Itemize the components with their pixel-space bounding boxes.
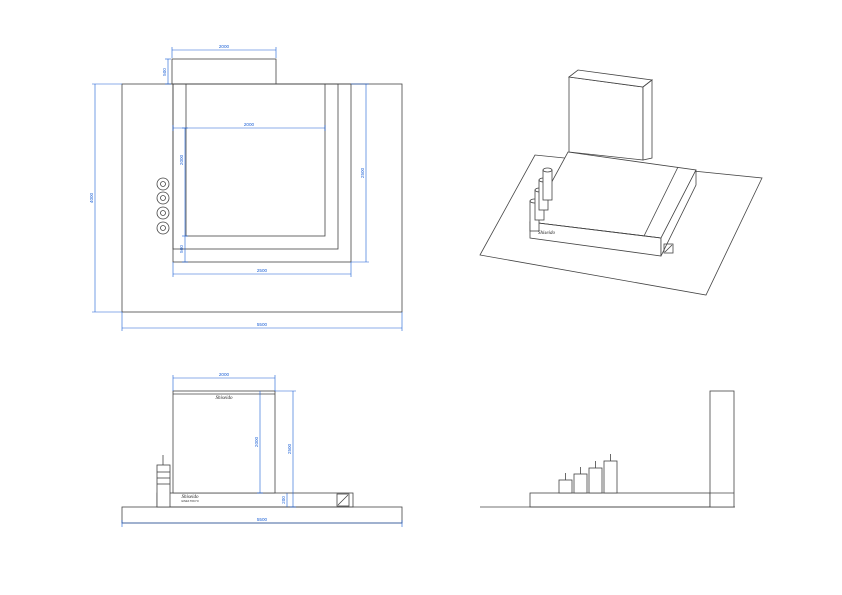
elev-dim-overall-height: 2500 (275, 390, 296, 508)
dim-label: 2000 (254, 436, 259, 447)
plan-dim-border: 500 (179, 236, 188, 263)
elev-panel-logo: Shiseido (216, 396, 233, 401)
plan-view: 2000 500 2000 2000 500 (89, 44, 403, 331)
plan-back-wall (171, 58, 277, 85)
plan-dim-overall-height: 4000 (89, 83, 122, 313)
iso-back-panel-front (568, 76, 644, 161)
plan-dim-inner-height: 2000 (179, 127, 188, 237)
elev-sign-icon (336, 493, 350, 507)
front-elevation: Shiseido Shiseido GINZA TOKYO 2000 2000 (121, 372, 403, 527)
iso-back-panel-side (642, 79, 653, 161)
dim-label: 5500 (257, 517, 268, 522)
plan-dim-inner-width: 2000 (172, 122, 326, 131)
iso-view: Shiseido (479, 69, 763, 296)
side-elevation (480, 390, 735, 508)
dim-label: 2500 (257, 268, 268, 273)
plan-dim-right-height: 2500 (351, 83, 369, 263)
elev-dim-overall-width: 5500 (121, 517, 403, 527)
plan-platform-step (172, 83, 339, 250)
elev-back-panel (172, 390, 276, 494)
side-platform (529, 492, 711, 508)
dim-label: 5500 (257, 322, 268, 327)
plan-dim-top-width: 2000 (171, 44, 277, 58)
dim-label: 200 (281, 496, 286, 504)
dim-label: 2000 (244, 122, 255, 127)
dim-label: 2500 (360, 167, 365, 178)
plan-dim-top-depth: 500 (162, 58, 171, 85)
dim-label: 2000 (179, 154, 184, 165)
side-back-panel (709, 390, 735, 508)
dim-label: 2000 (219, 44, 230, 49)
iso-platform-border-line (643, 166, 679, 237)
iso-logo: Shiseido (538, 231, 555, 236)
plan-dim-overall-width: 5500 (121, 312, 403, 331)
dim-label: 500 (179, 245, 184, 253)
elev-candles (156, 455, 171, 508)
dim-label: 4000 (89, 192, 94, 203)
dim-label: 2500 (287, 443, 292, 454)
iso-candles (529, 167, 553, 232)
plan-outer-floor (121, 83, 403, 313)
dim-label: 500 (162, 68, 167, 76)
plan-candles (156, 177, 170, 235)
plan-inner-area (185, 83, 326, 237)
iso-floor (479, 154, 763, 296)
elev-dim-panel-height: 2000 (254, 391, 263, 494)
elev-platform-logo-sub: GINZA TOKYO (181, 499, 199, 503)
dim-label: 2000 (219, 372, 230, 377)
elev-dim-panel-width: 2000 (172, 372, 276, 391)
plan-dim-bottom-inner: 2500 (172, 262, 352, 277)
elev-dim-base-height: 200 (281, 493, 288, 507)
elev-platform-logo: Shiseido (182, 495, 199, 500)
iso-sign-icon (663, 243, 674, 254)
iso-platform-side (660, 169, 697, 257)
plan-platform (172, 83, 352, 263)
side-candles (558, 454, 618, 494)
